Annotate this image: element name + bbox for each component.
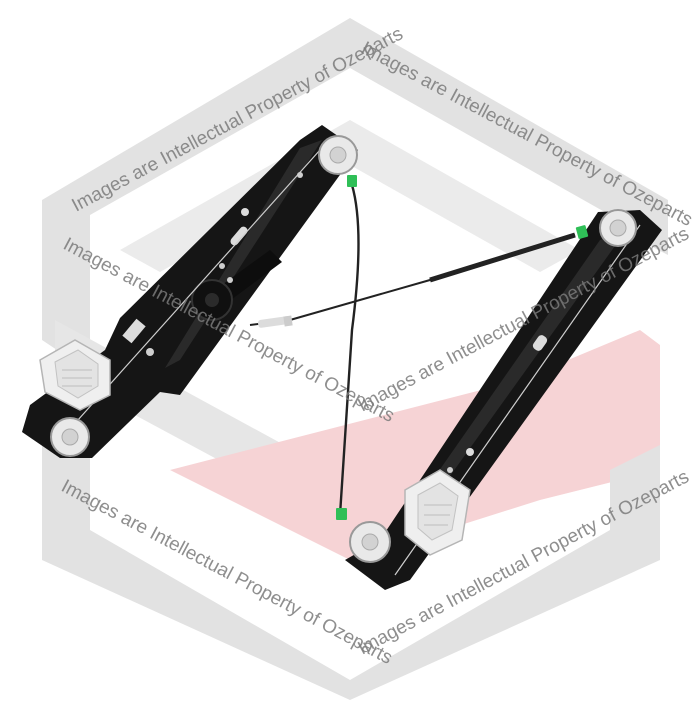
- right-glass-carrier: [404, 469, 471, 556]
- watermark-text: Images are Intellectual Property of Ozep…: [358, 38, 696, 231]
- cable-spring-fitting: [257, 315, 293, 328]
- top-left-pulley: [318, 135, 358, 175]
- left-glass-carrier: [39, 339, 111, 411]
- bottom-left-pulley: [50, 417, 90, 457]
- regulator-cables: [249, 184, 576, 516]
- top-right-pulley: [599, 209, 637, 247]
- cable-clips: [336, 175, 589, 520]
- bottom-right-pulley: [349, 521, 391, 563]
